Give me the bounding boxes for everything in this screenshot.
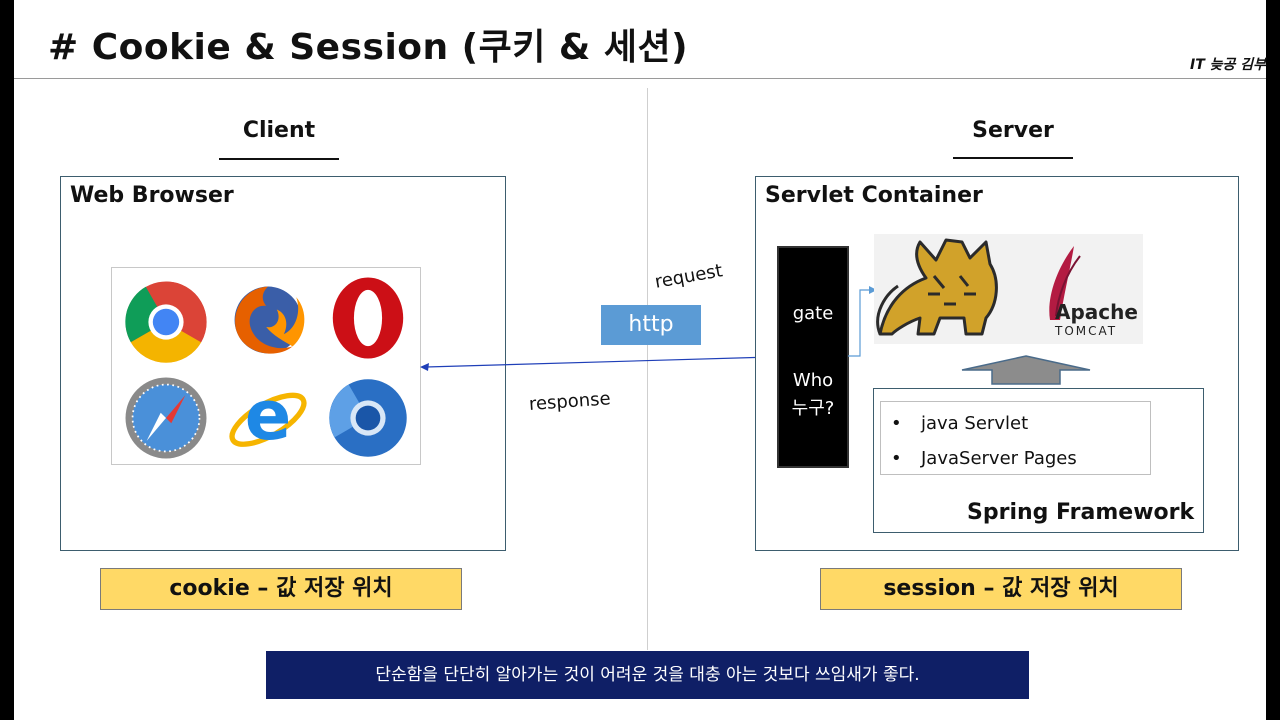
client-heading: Client (242, 118, 316, 143)
center-divider (647, 88, 648, 650)
up-arrow-icon (961, 355, 1091, 385)
who-korean-label: 누구? (791, 398, 835, 419)
safari-icon (125, 377, 207, 459)
tomcat-cat-icon (876, 238, 1081, 336)
right-frame-bar (1266, 0, 1280, 720)
chrome-icon (125, 281, 207, 363)
spring-framework-box (873, 388, 1204, 533)
gate-box: gate Who 누구? (777, 246, 849, 468)
left-frame-bar (0, 0, 14, 720)
server-heading-underline (953, 157, 1073, 159)
gate-to-tomcat-connector (848, 286, 877, 357)
response-label: response (528, 388, 612, 415)
server-heading: Server (972, 118, 1054, 143)
author-credit: IT 늦공 김부 (1190, 57, 1267, 73)
list-bullet: • (891, 413, 902, 434)
servlet-container-title: Servlet Container (765, 183, 983, 208)
slide-title: # Cookie & Session (쿠키 & 세션) (48, 27, 689, 68)
who-label: Who (792, 370, 834, 391)
tomcat-wordmark: TOMCAT (1055, 324, 1118, 338)
cookie-storage-label: cookie – 값 저장 위치 (100, 568, 462, 610)
request-response-arrow (420, 353, 778, 371)
list-item-jsp: JavaServer Pages (921, 448, 1077, 469)
svg-text:e: e (245, 376, 292, 456)
gate-label: gate (792, 303, 834, 324)
browser-logos: e (111, 267, 421, 465)
spring-framework-label: Spring Framework (967, 500, 1195, 525)
internet-explorer-icon: e (229, 376, 307, 456)
client-heading-underline (219, 158, 339, 160)
chromium-icon (329, 379, 407, 457)
firefox-icon (234, 286, 305, 354)
spring-component-list: • java Servlet • JavaServer Pages (880, 401, 1151, 475)
list-bullet: • (891, 448, 902, 469)
web-browser-title: Web Browser (70, 183, 234, 208)
http-protocol-box: http (601, 305, 701, 345)
title-rule (14, 78, 1266, 79)
opera-icon (332, 277, 404, 359)
list-item-java-servlet: java Servlet (921, 413, 1029, 434)
apache-tomcat-logo: Apache TOMCAT (874, 234, 1143, 344)
apache-wordmark: Apache (1055, 300, 1138, 324)
session-storage-label: session – 값 저장 위치 (820, 568, 1182, 610)
request-label: request (653, 260, 725, 293)
quote-banner: 단순함을 단단히 알아가는 것이 어려운 것을 대충 아는 것보다 쓰임새가 좋… (266, 651, 1029, 699)
